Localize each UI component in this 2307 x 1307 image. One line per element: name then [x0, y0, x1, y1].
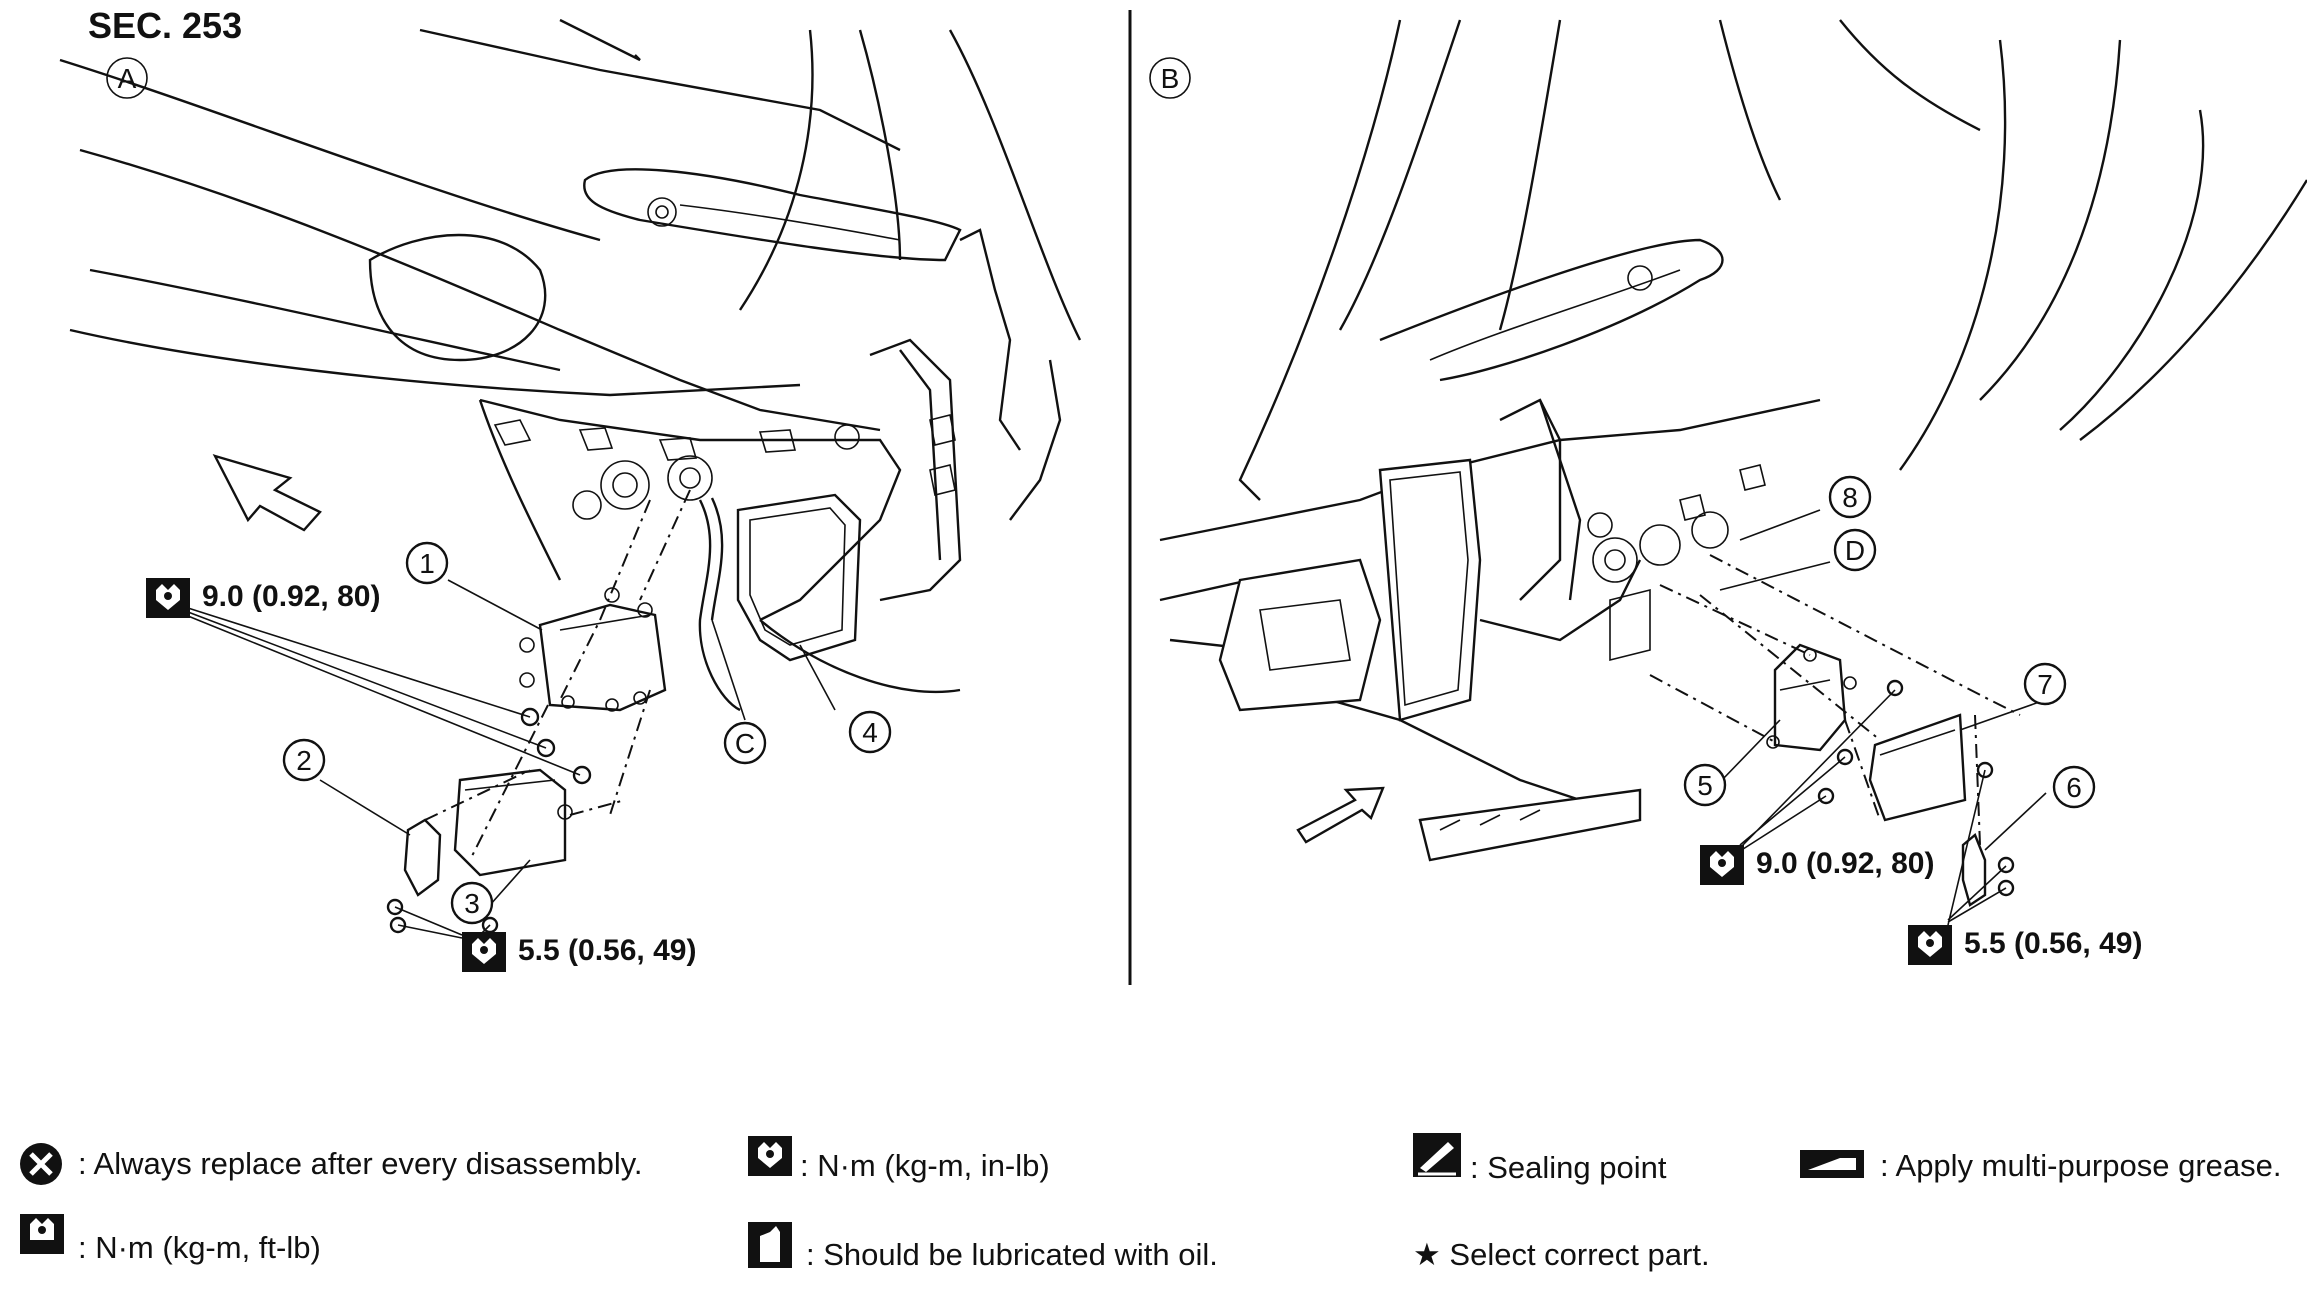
torque-wrench-icon [462, 932, 506, 972]
callout-c-label: C [735, 728, 755, 759]
torque-label-b-upper: 9.0 (0.92, 80) [1700, 845, 1934, 885]
view-a: A [59, 18, 1082, 939]
callout-1-label: 1 [419, 548, 435, 579]
legend-text: : Apply multi-purpose grease. [1880, 1148, 2282, 1183]
callout-8-label: 8 [1842, 482, 1858, 513]
torque-value: 9.0 (0.92, 80) [202, 580, 380, 613]
legend-item-oil: : Should be lubricated with oil. [748, 1222, 1218, 1272]
callout-3-label: 3 [464, 888, 480, 919]
view-b-unit [1868, 713, 1994, 822]
callout-leaders [319, 509, 2047, 906]
legend-text: ★ Select correct part. [1413, 1237, 1710, 1272]
legend-text: : N·m (kg-m, in-lb) [800, 1148, 1050, 1183]
torque-value: 5.5 (0.56, 49) [1964, 927, 2142, 960]
callout-6-label: 6 [2066, 772, 2082, 803]
callout-5-label: 5 [1697, 770, 1713, 801]
legend-item-torque-inlb: : N·m (kg-m, in-lb) [748, 1136, 1050, 1183]
view-a-body-structure [59, 18, 1082, 712]
legend-item-star: ★ Select correct part. [1413, 1237, 1710, 1272]
callout-d: D [1833, 528, 1877, 572]
torque-leader-b-lower [1947, 769, 2007, 926]
callout-7-label: 7 [2037, 669, 2053, 700]
legend-item-replace: : Always replace after every disassembly… [20, 1143, 643, 1185]
view-b-clip [1961, 833, 2015, 907]
view-b: B [1149, 19, 2307, 926]
legend-item-sealing: : Sealing point [1413, 1133, 1667, 1185]
view-a-bracket-and-unit [386, 768, 573, 934]
callout-3: 3 [450, 881, 494, 925]
callout-c: C [723, 721, 767, 765]
view-b-marker [1149, 57, 1191, 99]
torque-wrench-icon [1700, 845, 1744, 885]
callout-5: 5 [1683, 763, 1727, 807]
torque-value: 5.5 (0.56, 49) [518, 934, 696, 967]
torque-leader-b-upper [1739, 689, 1896, 852]
view-b-assembly-lines [1649, 554, 2021, 846]
torque-ftlb-icon [20, 1214, 64, 1254]
grease-icon [1800, 1150, 1864, 1178]
callout-8: 8 [1828, 475, 1872, 519]
front-direction-arrow-b [1296, 786, 1385, 844]
torque-label-b-lower: 5.5 (0.56, 49) [1908, 925, 2142, 965]
view-b-letter: B [1161, 63, 1180, 94]
torque-inlb-icon [748, 1136, 792, 1176]
legend-text: : Should be lubricated with oil. [806, 1237, 1218, 1272]
callout-2: 2 [282, 738, 326, 782]
view-b-body-structure [1159, 19, 2307, 862]
view-a-marker [106, 57, 148, 99]
callout-d-label: D [1845, 535, 1865, 566]
callout-1: 1 [405, 541, 449, 585]
view-a-module-assembly [519, 587, 667, 785]
torque-wrench-icon [1908, 925, 1952, 965]
legend-text: : Sealing point [1470, 1150, 1667, 1185]
callout-4-label: 4 [862, 717, 878, 748]
view-a-letter: A [118, 63, 137, 94]
torque-label-a-lower: 5.5 (0.56, 49) [462, 932, 696, 972]
legend-item-torque-ftlb: : N·m (kg-m, ft-lb) [20, 1214, 321, 1265]
legend-text: : Always replace after every disassembly… [78, 1146, 643, 1181]
front-direction-arrow-a [212, 454, 322, 532]
replace-icon [20, 1143, 62, 1185]
legend-item-grease: : Apply multi-purpose grease. [1800, 1148, 2282, 1183]
oil-icon [748, 1222, 792, 1268]
callout-2-label: 2 [296, 745, 312, 776]
legend-text: : N·m (kg-m, ft-lb) [78, 1230, 321, 1265]
legend: : Always replace after every disassembly… [20, 1133, 2282, 1272]
view-a-assembly-lines [424, 489, 691, 861]
callout-6: 6 [2052, 765, 2096, 809]
callout-7: 7 [2023, 662, 2067, 706]
torque-wrench-icon [146, 578, 190, 618]
callout-4: 4 [848, 710, 892, 754]
torque-leader-a-upper [187, 607, 581, 776]
sealing-icon [1413, 1133, 1461, 1177]
section-label: SEC. 253 [88, 5, 242, 46]
torque-label-a-upper: 9.0 (0.92, 80) [146, 578, 380, 618]
torque-value: 9.0 (0.92, 80) [1756, 847, 1934, 880]
